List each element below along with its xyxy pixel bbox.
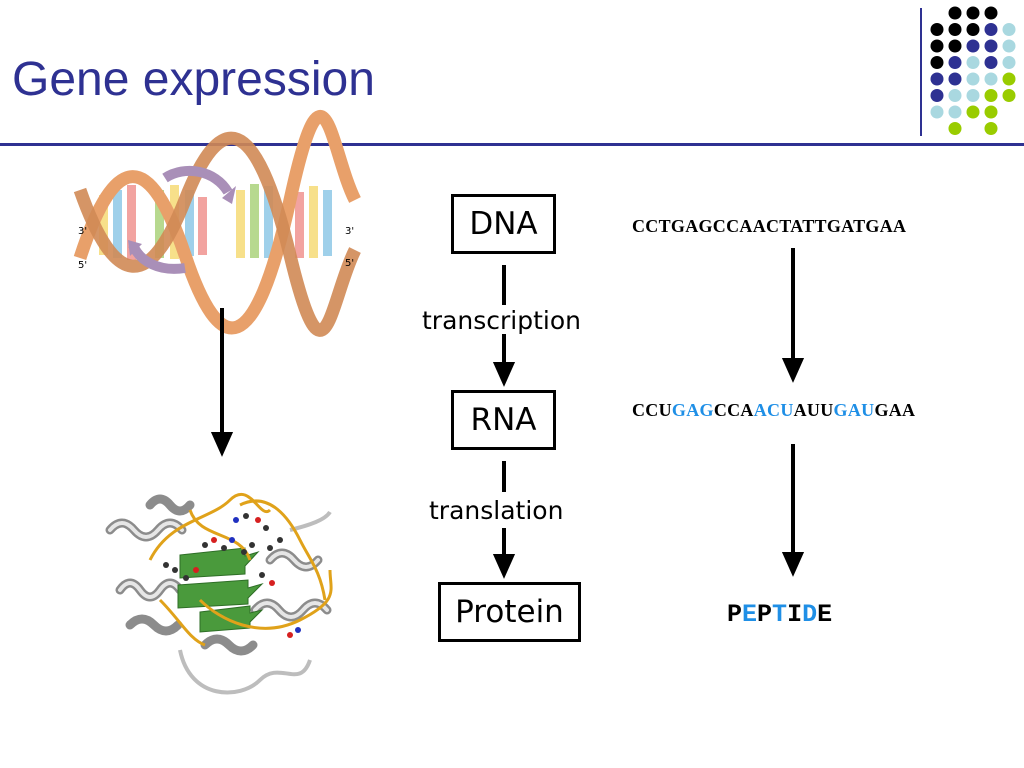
translation-label: translation: [429, 496, 564, 525]
protein-box: Protein: [438, 582, 581, 642]
decorative-dot: [1002, 23, 1016, 36]
helix-rotation-arrow-top: [162, 165, 233, 195]
rna-codon-highlighted: GAU: [833, 400, 875, 420]
decorative-dot: [948, 6, 962, 20]
peptide-sequence: PEPTIDE: [727, 600, 832, 629]
dna-box: DNA: [451, 194, 556, 254]
decorative-dot: [966, 23, 980, 36]
decorative-dot: [984, 89, 998, 102]
helix-label-right-5: 5': [345, 258, 354, 269]
decorative-dot: [984, 39, 998, 53]
decorative-dot: [948, 105, 962, 119]
title-underline: [0, 143, 1024, 146]
decorative-dot: [984, 6, 998, 20]
decorative-dot: [930, 39, 944, 53]
decorative-dot: [948, 39, 962, 53]
rna-codon: AUU: [793, 400, 834, 420]
peptide-residue: P: [727, 600, 743, 629]
corner-divider-line: [920, 8, 922, 136]
peptide-residue-highlighted: T: [772, 600, 788, 629]
decorative-dot: [948, 89, 962, 102]
decorative-dot: [930, 89, 944, 102]
decorative-dot: [1002, 39, 1016, 53]
helix-strand-back: [73, 131, 361, 337]
peptide-residue-highlighted: E: [742, 600, 758, 629]
dna-box-label: DNA: [469, 206, 538, 242]
protein-ligand-atoms: [163, 513, 301, 638]
decorative-dot: [966, 72, 980, 86]
rna-codon: CCA: [713, 400, 754, 420]
decorative-dot: [948, 56, 962, 69]
peptide-residue: E: [817, 600, 833, 629]
transcription-label: transcription: [422, 306, 581, 335]
helix-label-left-5: 5': [78, 260, 87, 271]
peptide-residue: I: [787, 600, 803, 629]
decorative-dot: [984, 122, 998, 135]
rna-box: RNA: [451, 390, 556, 450]
decorative-dot: [984, 23, 998, 36]
helix-to-protein-arrowhead: [210, 432, 234, 457]
rna-codon-highlighted: ACU: [753, 400, 794, 420]
decorative-dot: [1002, 56, 1016, 69]
decorative-dot: [948, 23, 962, 36]
dna-sequence: CCTGAGCCAACTATTGATGAA: [632, 216, 907, 236]
rna-codon: CCU: [632, 400, 672, 420]
rna-sequence: CCUGAGCCAACUAUUGAUGAA: [632, 400, 915, 421]
rna-codon: GAA: [874, 400, 916, 420]
decorative-dot: [984, 56, 998, 69]
dna-seq-to-rna-seq-arrowhead: [781, 358, 805, 383]
decorative-dot: [1002, 89, 1016, 102]
corner-dot-grid: [930, 6, 1016, 135]
decorative-dot: [984, 105, 998, 119]
decorative-dot: [966, 56, 980, 69]
decorative-dot: [966, 105, 980, 119]
helix-label-left-3: 3': [78, 226, 87, 237]
dot-grid-dots: [930, 6, 1016, 135]
peptide-residue: P: [757, 600, 773, 629]
protein-box-label: Protein: [455, 594, 564, 630]
dna-to-rna-arrowhead: [492, 362, 516, 387]
decorative-dot: [930, 23, 944, 36]
decorative-dot: [966, 39, 980, 53]
helix-strand-front: [73, 110, 361, 335]
decorative-dot: [930, 72, 944, 86]
peptide-residue-highlighted: D: [802, 600, 818, 629]
decorative-dot: [930, 105, 944, 119]
decorative-dot: [984, 72, 998, 86]
rna-to-protein-arrowhead: [492, 554, 516, 579]
decorative-dot: [930, 56, 944, 69]
decorative-dot: [948, 72, 962, 86]
decorative-dot: [966, 6, 980, 20]
rna-codon-highlighted: GAG: [671, 400, 714, 420]
rna-box-label: RNA: [470, 402, 537, 438]
decorative-dot: [966, 89, 980, 102]
slide-title: Gene expression: [12, 53, 375, 106]
rna-seq-to-peptide-arrowhead: [781, 552, 805, 577]
decorative-dot: [1002, 72, 1016, 86]
helix-label-right-3: 3': [345, 226, 354, 237]
decorative-dot: [948, 122, 962, 135]
